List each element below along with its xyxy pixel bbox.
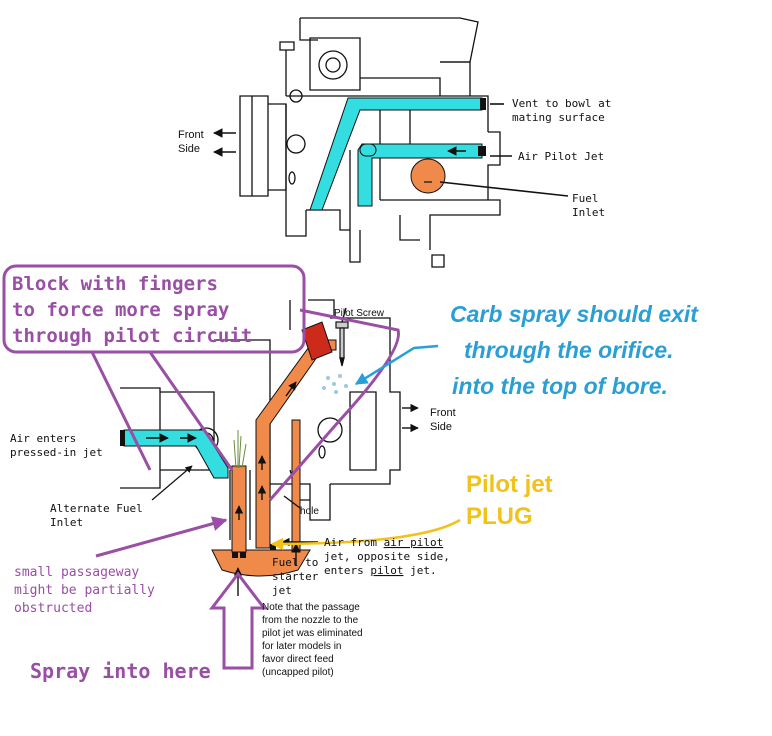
air-from-pilot-label: Air from air pilot jet, opposite side, e…	[324, 536, 456, 577]
pilot-screw-housing	[301, 321, 333, 361]
top-pilot-jet-marks	[478, 98, 486, 156]
yellow-pointer	[270, 518, 461, 551]
starter-tube	[291, 419, 301, 553]
block-with-fingers-label: Block with fingers to force more spray t…	[12, 273, 252, 347]
top-arrows	[213, 103, 569, 197]
fuel-inlet-label: Fuel Inlet	[572, 192, 605, 219]
air-enters-label: Air enters pressed-in jet	[10, 432, 103, 459]
pilot-screw	[335, 321, 349, 367]
spray-into-here-label: Spray into here	[30, 659, 211, 683]
pressed-in-jet-mark	[120, 430, 125, 446]
fuel-to-starter-label: Fuel to starter jet	[272, 556, 325, 597]
note-passage-label: Note that the passage from the nozzle to…	[262, 602, 365, 678]
pilot-screw-label: Pilot Screw	[334, 308, 385, 319]
alternate-fuel-inlet-label: Alternate Fuel Inlet	[50, 502, 149, 529]
spray-mist	[322, 374, 348, 394]
top-air-passage	[309, 97, 483, 211]
front-side-top-label: Front Side	[178, 129, 207, 155]
vent-to-bowl-label: Vent to bowl at mating surface	[512, 97, 618, 124]
hole-label: hole	[300, 506, 319, 517]
front-side-bottom-label: Front Side	[430, 407, 459, 433]
alternate-fuel-inlet-leader	[151, 465, 193, 501]
top-fuel-inlet-circle	[410, 158, 446, 194]
top-carburetor	[239, 17, 501, 268]
air-pilot-jet-label: Air Pilot Jet	[518, 150, 604, 163]
blue-pointer	[354, 344, 439, 386]
spray-into-arrow	[208, 571, 268, 670]
purple-callout	[2, 264, 401, 558]
small-passageway-label: small passageway might be partially obst…	[14, 565, 163, 616]
spray-straw	[233, 430, 247, 469]
pilot-jet-plug-label: Pilot jet PLUG	[466, 471, 559, 530]
carb-spray-note: Carb spray should exit through the orifi…	[450, 301, 704, 399]
